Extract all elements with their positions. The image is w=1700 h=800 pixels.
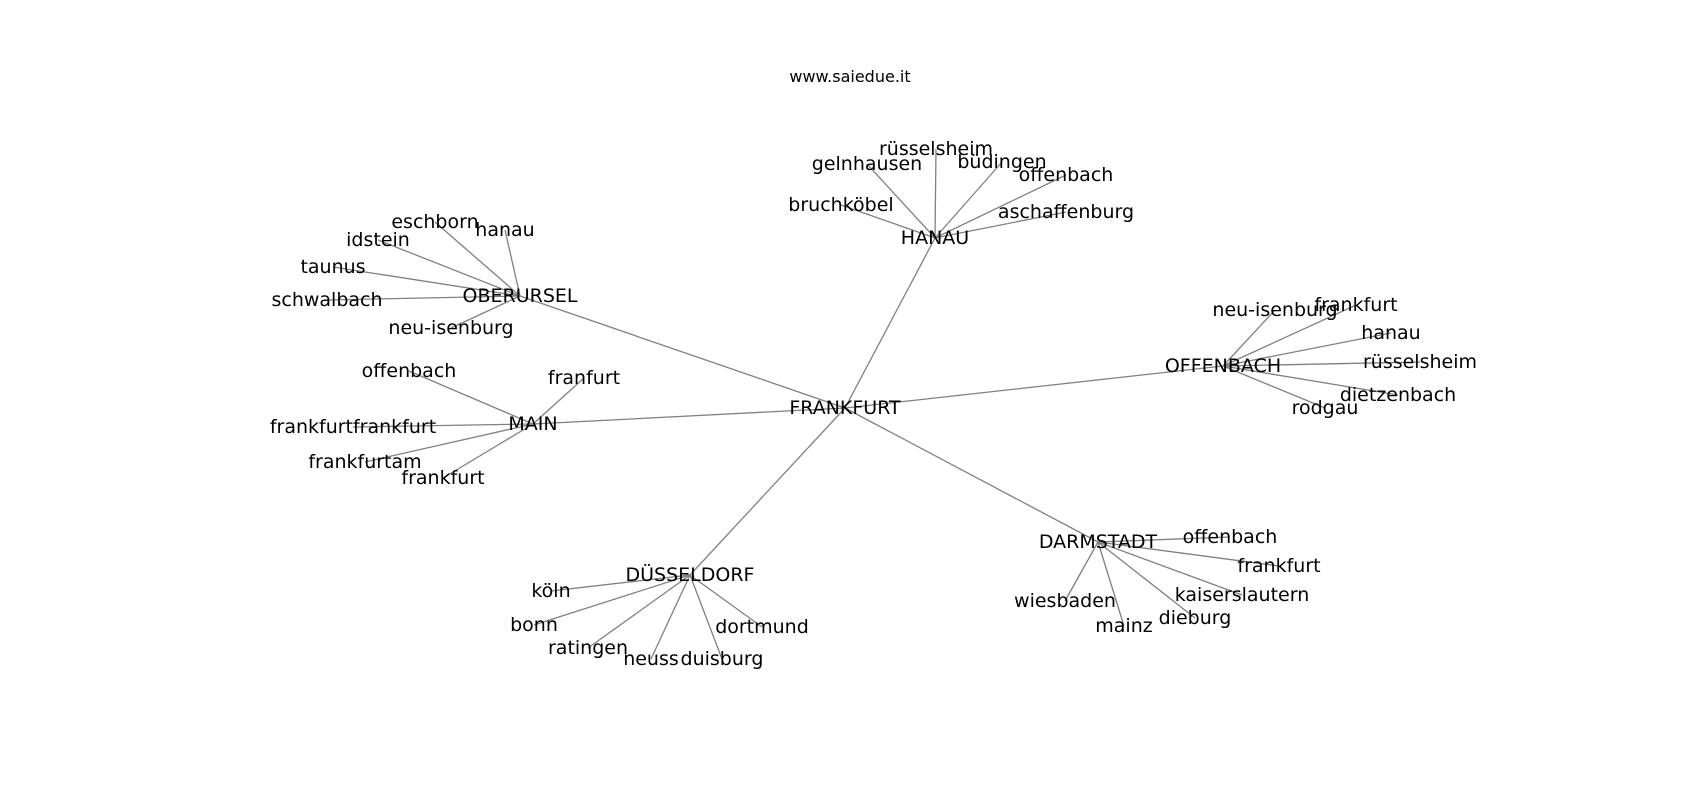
node-leaf-dusseldorf-5: dortmund [715, 616, 809, 638]
node-leaf-darmstadt-5: dieburg [1159, 607, 1232, 629]
edge-dusseldorf-5 [689, 574, 763, 628]
edge-oberursel-4 [326, 295, 521, 301]
edge-hanau-1 [866, 163, 936, 239]
edge-main-4 [442, 423, 534, 479]
node-leaf-oberursel-3: taunus [300, 256, 365, 278]
node-hub-oberursel: OBERURSEL [463, 285, 578, 307]
node-leaf-darmstadt-4: mainz [1095, 615, 1152, 637]
edge-center-hanau [844, 237, 936, 409]
node-leaf-main-2: frankfurtfrankfurt [270, 416, 436, 438]
edge-hanau-3 [934, 174, 1067, 239]
node-hub-dusseldorf: DÜSSELDORF [626, 563, 755, 586]
node-hub-hanau: HANAU [901, 227, 969, 249]
node-leaf-darmstadt-2: kaiserslautern [1175, 584, 1310, 606]
node-leaf-darmstadt-0: offenbach [1183, 526, 1278, 548]
edge-oberursel-2 [377, 239, 521, 297]
edge-center-offenbach [844, 365, 1224, 409]
node-leaf-oberursel-2: idstein [346, 229, 410, 251]
node-leaf-main-4: frankfurt [401, 467, 484, 489]
edge-offenbach-3 [1222, 361, 1421, 367]
node-leaf-offenbach-5: rodgau [1292, 397, 1359, 419]
edge-center-oberursel [519, 295, 846, 409]
node-leaf-hanau-0: rüsselsheim [879, 138, 993, 160]
node-leaf-hanau-2: büdingen [957, 151, 1046, 173]
node-leaf-offenbach-1: frankfurt [1314, 294, 1397, 316]
node-leaf-dusseldorf-0: köln [531, 580, 570, 602]
edge-center-darmstadt [844, 407, 1099, 543]
edge-darmstadt-0 [1097, 536, 1231, 543]
node-leaf-oberursel-1: hanau [475, 219, 534, 241]
node-leaf-main-0: offenbach [362, 360, 457, 382]
edge-main-0 [408, 370, 534, 425]
edge-darmstadt-3 [1064, 541, 1099, 602]
edge-hanau-2 [934, 161, 1003, 239]
edge-dusseldorf-3 [650, 574, 691, 660]
node-leaf-hanau-5: aschaffenburg [998, 201, 1134, 223]
node-leaf-offenbach-4: dietzenbach [1340, 384, 1456, 406]
node-leaf-dusseldorf-1: bonn [510, 614, 558, 636]
node-leaf-oberursel-0: eschborn [391, 211, 478, 233]
edges [326, 148, 1421, 660]
node-leaf-main-1: franfurt [548, 367, 620, 389]
edge-hanau-5 [934, 211, 1067, 239]
edge-dusseldorf-4 [689, 574, 723, 660]
edge-main-2 [352, 423, 534, 428]
node-leaf-hanau-1: gelnhausen [812, 153, 922, 175]
node-center: FRANKFURT [789, 397, 901, 419]
edge-darmstadt-4 [1097, 541, 1125, 627]
node-hub-darmstadt: DARMSTADT [1039, 531, 1158, 553]
edge-center-dusseldorf [689, 407, 846, 576]
node-leaf-hanau-4: bruchköbel [788, 194, 893, 216]
node-leaf-offenbach-3: rüsselsheim [1363, 351, 1477, 373]
node-leaf-offenbach-0: neu-isenburg [1212, 299, 1337, 321]
node-leaf-offenbach-2: hanau [1361, 322, 1420, 344]
node-leaf-darmstadt-3: wiesbaden [1014, 590, 1116, 612]
edge-offenbach-0 [1222, 309, 1276, 367]
node-hub-main: MAIN [508, 413, 557, 435]
edge-offenbach-1 [1222, 304, 1357, 367]
node-leaf-darmstadt-1: frankfurt [1237, 555, 1320, 577]
edge-center-main [532, 407, 846, 425]
edge-dusseldorf-1 [533, 574, 691, 626]
edge-darmstadt-1 [1097, 541, 1280, 567]
edge-dusseldorf-0 [550, 574, 691, 592]
diagram-title: www.saiedue.it [789, 67, 910, 86]
edge-darmstadt-2 [1097, 541, 1243, 596]
node-hub-offenbach: OFFENBACH [1165, 355, 1281, 377]
node-leaf-hanau-3: offenbach [1019, 164, 1114, 186]
node-leaf-dusseldorf-4: duisburg [681, 648, 764, 670]
edge-oberursel-1 [504, 229, 521, 297]
edge-darmstadt-5 [1097, 541, 1196, 619]
node-leaf-oberursel-4: schwalbach [271, 289, 382, 311]
node-leaf-dusseldorf-2: ratingen [548, 637, 628, 659]
node-leaf-oberursel-5: neu-isenburg [388, 317, 513, 339]
edge-offenbach-5 [1222, 365, 1326, 409]
edge-offenbach-4 [1222, 365, 1399, 396]
edge-oberursel-5 [450, 295, 521, 329]
edge-main-3 [364, 423, 534, 463]
edge-offenbach-2 [1222, 332, 1392, 367]
edge-oberursel-0 [434, 221, 521, 297]
edge-hanau-0 [934, 148, 937, 239]
node-leaf-dusseldorf-3: neuss [623, 648, 679, 670]
edge-dusseldorf-2 [587, 574, 691, 649]
node-labels: FRANKFURTOBERURSELeschbornhanauidsteinta… [270, 138, 1477, 670]
node-leaf-main-3: frankfurtam [308, 451, 421, 473]
edge-oberursel-3 [332, 266, 521, 297]
edge-hanau-4 [840, 204, 936, 239]
edge-main-1 [532, 377, 585, 425]
